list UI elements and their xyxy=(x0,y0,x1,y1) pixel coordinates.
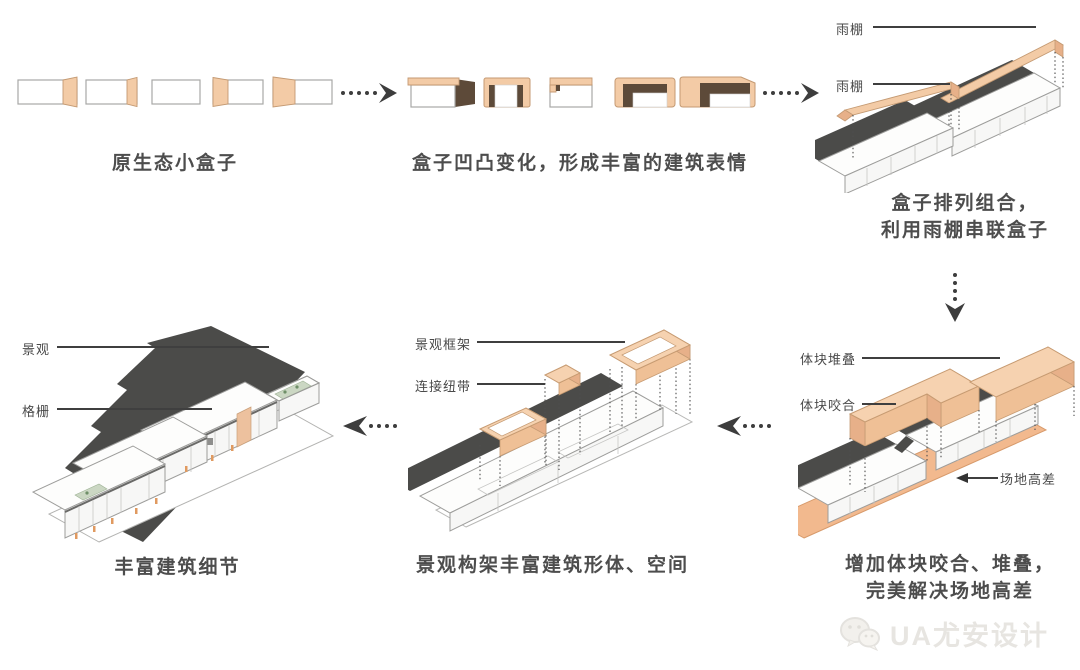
grille-label: 格栅 xyxy=(22,404,51,419)
original-boxes-drawing xyxy=(17,76,333,108)
link-band-label: 连接纽带 xyxy=(415,379,472,394)
interlock-label: 体块咬合 xyxy=(800,398,857,413)
wechat-icon xyxy=(840,616,880,651)
leader-line xyxy=(862,403,896,405)
step4-caption-line2: 完美解决场地高差 xyxy=(865,581,1034,602)
leader-line xyxy=(477,341,625,343)
landscape-frame-drawing xyxy=(408,329,694,532)
step2-caption: 盒子凹凸变化，形成丰富的建筑表情 xyxy=(411,153,748,174)
canopy-label-bottom: 雨棚 xyxy=(836,79,865,94)
leader-line xyxy=(477,383,545,385)
step3-caption-line2: 利用雨棚串联盒子 xyxy=(880,220,1049,241)
leader-line xyxy=(968,477,998,479)
carved-boxes-drawing xyxy=(407,76,756,108)
watermark-brand: UA尤安设计 xyxy=(890,621,1049,651)
leader-line xyxy=(862,357,1000,359)
site-level-label: 场地高差 xyxy=(1000,472,1057,487)
landscape-label: 景观 xyxy=(22,342,51,357)
step1-caption: 原生态小盒子 xyxy=(111,153,238,174)
step4-caption: 增加体块咬合、堆叠， 完美解决场地高差 xyxy=(810,551,1080,605)
detailed-building-drawing xyxy=(31,326,335,543)
leader-line xyxy=(57,408,212,410)
leader-arrowhead xyxy=(956,473,968,483)
dotted-arrow-right-icon xyxy=(763,83,819,103)
step5-caption: 景观构架丰富建筑形体、空间 xyxy=(415,555,689,576)
canopy-linked-boxes-drawing xyxy=(815,39,1064,193)
step6-caption: 丰富建筑细节 xyxy=(114,557,241,578)
leader-line xyxy=(57,346,269,348)
watermark: UA尤安设计 xyxy=(838,614,1049,653)
step3-caption-line1: 盒子排列组合， xyxy=(891,193,1039,214)
step4-caption-line1: 增加体块咬合、堆叠， xyxy=(844,554,1055,575)
canopy-label-top: 雨棚 xyxy=(836,22,865,37)
massing-site-drawing xyxy=(798,346,1076,539)
dotted-arrow-left-icon xyxy=(343,416,397,436)
dotted-arrow-down-icon xyxy=(945,273,965,322)
landscape-frame-label: 景观框架 xyxy=(415,337,472,352)
step3-caption: 盒子排列组合， 利用雨棚串联盒子 xyxy=(840,190,1080,244)
dotted-arrow-left-icon xyxy=(717,416,771,436)
leader-line xyxy=(873,26,1036,28)
stack-label: 体块堆叠 xyxy=(800,352,857,367)
dotted-arrow-right-icon xyxy=(341,83,397,103)
leader-line xyxy=(873,83,950,85)
